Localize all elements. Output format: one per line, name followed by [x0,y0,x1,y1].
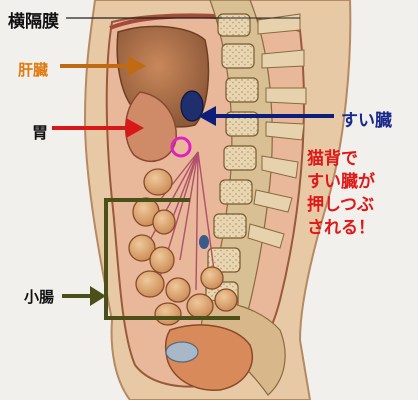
pancreas [180,90,204,122]
spine [203,0,307,341]
pubic-bone [165,341,199,363]
note-line-4: される！ [307,218,375,238]
note-line-1: 猫背で [307,149,358,169]
stomach [124,91,177,163]
pancreas-squeeze-circle [170,136,192,158]
note-line-3: 押しつぶ [307,195,374,215]
label-liver: 肝臓 [18,61,49,79]
note-line-2: すい臓が [307,172,375,192]
small-intestine-bracket [104,198,240,320]
annotation-note: 猫背で すい臓が 押しつぶ される！ [307,148,417,240]
label-pancreas: すい臓 [341,111,392,131]
label-diaphragm: 横隔膜 [8,12,59,32]
label-stomach: 胃 [32,123,49,142]
label-small-intestine: 小腸 [24,288,55,306]
